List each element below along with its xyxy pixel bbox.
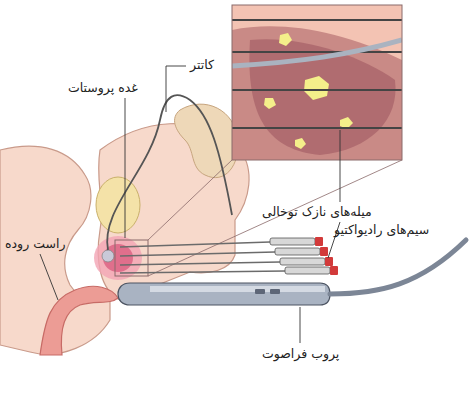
rod-handles [270,238,330,274]
rectum [40,286,118,355]
radioactive-wire-caps [315,237,338,275]
catheter [107,95,232,250]
ultrasound-probe [118,283,330,305]
inset [232,5,402,160]
radioactive-wires-label: سیم‌های رادیواکتیو [334,222,429,237]
zoom-box [115,240,148,276]
rectum-label: راست روده [5,236,65,251]
prostate-label: غده پروستات [68,80,138,95]
probe-label: پروب فراصوت [262,346,339,361]
inset-frame [232,5,402,160]
catheter-label: کاتتر [190,57,214,72]
probe-cable [330,240,466,294]
zoom-line [148,160,232,240]
hollow-rods [120,242,285,273]
hollow-rods-label: میله‌های نازک توخالی [262,204,372,219]
pubic-bone [175,104,239,178]
probe-button [270,289,280,294]
zoom-line [148,160,402,276]
probe-button [255,289,265,294]
urethra [102,250,114,262]
probe-highlight [150,286,325,292]
